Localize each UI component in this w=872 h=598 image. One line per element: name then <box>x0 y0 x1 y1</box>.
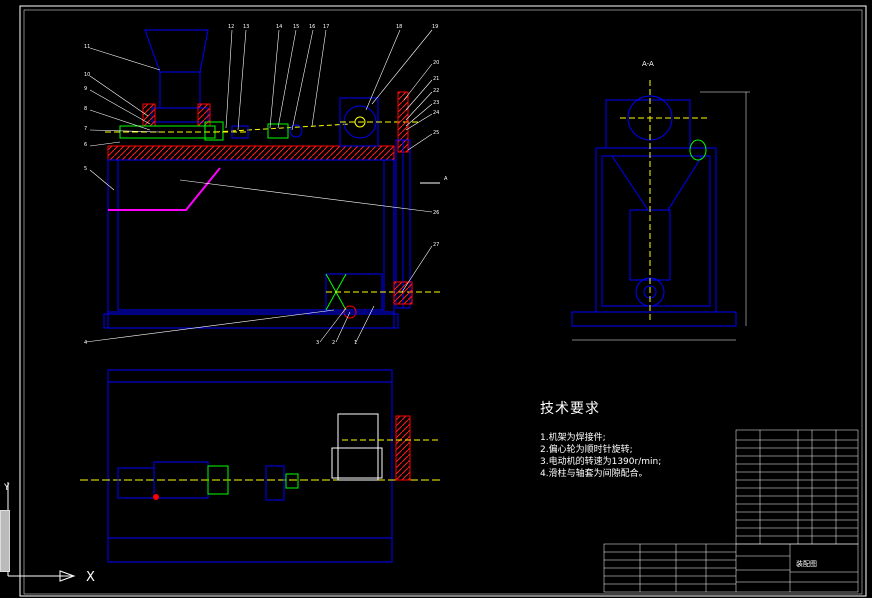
hopper <box>144 29 209 73</box>
balloon-14: 14 <box>276 24 282 30</box>
technical-requirements: 技术要求 1.机架为焊接件; 2.偏心轮为顺时针旋转; 3.电动机的转速为139… <box>540 398 661 480</box>
balloon-19: 19 <box>432 24 438 30</box>
balloon-1: 1 <box>354 340 357 346</box>
section-label: A-A <box>642 60 654 68</box>
balloon-labels: 11 10 9 8 7 6 5 12 13 14 15 16 17 18 19 … <box>84 24 439 346</box>
section-marker-label: A <box>444 176 448 182</box>
balloon-8: 8 <box>84 106 87 112</box>
balloon-12: 12 <box>228 24 234 30</box>
balloon-20: 20 <box>433 60 439 66</box>
leaders <box>85 29 433 343</box>
machine-frame <box>107 159 395 329</box>
discharge-chute <box>108 167 221 211</box>
balloon-7: 7 <box>84 126 87 132</box>
section-view: A-A <box>571 60 750 341</box>
ucs-x-label: X <box>86 570 95 585</box>
balloon-24: 24 <box>433 110 439 116</box>
title-block <box>603 543 859 593</box>
tech-req-item-4: 4.滑柱与轴套为间隙配合。 <box>540 469 648 479</box>
balloon-5: 5 <box>84 166 87 172</box>
bed-plate <box>107 145 395 161</box>
balloon-25: 25 <box>433 130 439 136</box>
balloon-11: 11 <box>84 44 90 50</box>
tech-req-item-3: 3.电动机的转速为1390r/min; <box>540 457 662 467</box>
top-view <box>80 369 440 563</box>
balloon-21: 21 <box>433 76 439 82</box>
balloon-26: 26 <box>433 210 439 216</box>
tech-req-title: 技术要求 <box>540 401 600 417</box>
title-block-name: 装配图 <box>796 559 817 568</box>
balloon-10: 10 <box>84 72 90 78</box>
drawing-frame <box>19 5 867 597</box>
balloon-4: 4 <box>84 340 87 346</box>
parts-list <box>735 429 859 545</box>
front-view <box>103 29 440 329</box>
viewport-scroll-handle[interactable] <box>0 510 10 572</box>
ucs-icon: X Y <box>3 482 95 585</box>
balloon-16: 16 <box>309 24 315 30</box>
balloon-23: 23 <box>433 100 439 106</box>
balloon-15: 15 <box>293 24 299 30</box>
ucs-y-label: Y <box>3 483 10 493</box>
balloon-13: 13 <box>243 24 249 30</box>
tech-req-item-1: 1.机架为焊接件; <box>540 433 606 443</box>
balloon-9: 9 <box>84 86 87 92</box>
balloon-27: 27 <box>433 242 439 248</box>
balloon-6: 6 <box>84 142 87 148</box>
balloon-17: 17 <box>323 24 329 30</box>
balloon-22: 22 <box>433 88 439 94</box>
balloon-2: 2 <box>332 340 335 346</box>
balloon-3: 3 <box>316 340 319 346</box>
balloon-18: 18 <box>396 24 402 30</box>
tech-req-item-2: 2.偏心轮为顺时针旋转; <box>540 445 633 455</box>
